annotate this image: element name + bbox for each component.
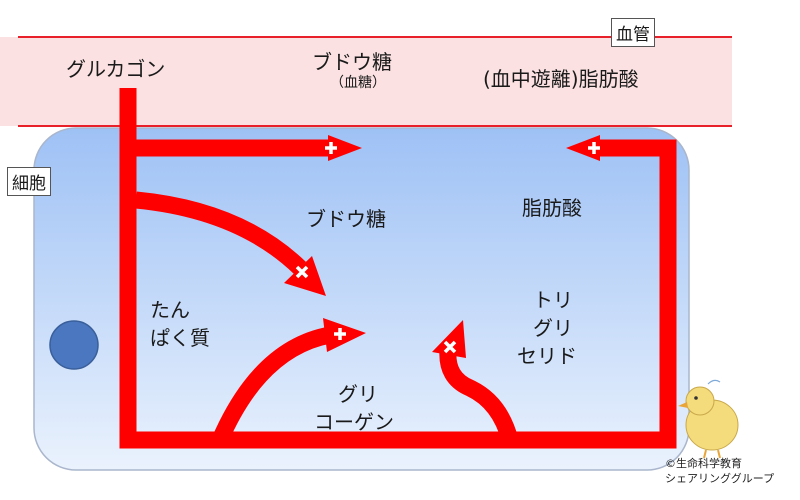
glucagon-signal-path	[119, 88, 677, 449]
blood-glucose-label: ブドウ糖	[312, 50, 392, 74]
arrowhead-to-vessel-fatty-acid	[566, 135, 600, 161]
credit-line2: シェアリンググループ	[665, 472, 775, 485]
glucagon-label: グルカゴン	[66, 57, 166, 81]
chick-mascot-icon	[678, 379, 739, 459]
triglyceride-label-line2: グリ	[533, 316, 573, 340]
cell-label: 細胞	[7, 167, 51, 196]
triglyceride-label-line1: トリ	[533, 288, 573, 312]
triglyceride-label-line3: セリド	[517, 344, 577, 368]
arrowhead-lipogenesis-curve	[432, 320, 466, 358]
lipogenesis-path	[439, 349, 519, 443]
vessel-label: 血管	[611, 18, 655, 47]
cell-glucose-label: ブドウ糖	[306, 207, 386, 231]
blood-glucose-sublabel: （血糖）	[330, 75, 386, 91]
glycogen-label-line1: グリ	[338, 382, 378, 406]
glycogen-label-line2: コーゲン	[314, 410, 394, 434]
free-fatty-acid-label: (血中遊離)脂肪酸	[483, 67, 639, 91]
glucose-uptake-path	[135, 191, 306, 275]
arrowhead-to-cell-glucose	[328, 135, 362, 161]
cell-fatty-acid-label: 脂肪酸	[522, 196, 582, 220]
glycogenolysis-path	[212, 326, 332, 444]
cell-nucleus	[49, 320, 99, 370]
credit-line1: ©生命科学教育	[665, 457, 742, 470]
protein-label-line2: ぱく質	[150, 326, 210, 350]
protein-label-line1: たん	[150, 298, 190, 322]
